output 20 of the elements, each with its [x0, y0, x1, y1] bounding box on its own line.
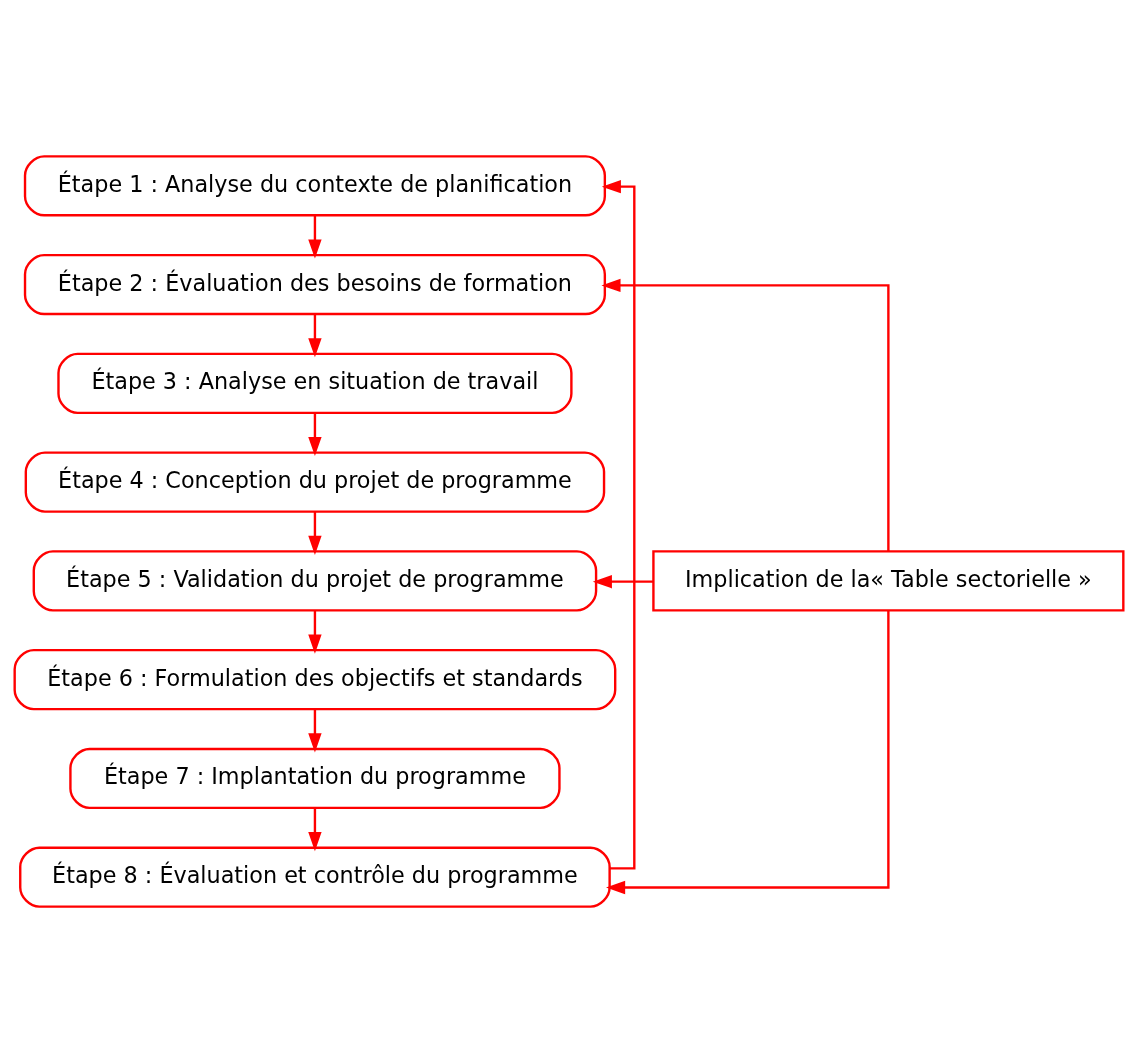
arrow	[601, 179, 636, 870]
arrow	[308, 610, 322, 654]
node-box: Étape 3 : Analyse en situation de travail	[57, 352, 573, 415]
arrow	[308, 709, 322, 753]
arrow	[606, 610, 890, 895]
node-box: Étape 1 : Analyse du contexte de planification	[23, 155, 607, 217]
arrow	[308, 808, 322, 852]
arrow	[601, 278, 890, 551]
node-box: Étape 4 : Conception du projet de programme	[24, 451, 606, 513]
arrow	[308, 215, 322, 259]
arrow	[308, 511, 322, 555]
arrow	[308, 314, 322, 358]
node-box: Implication de la« Table sectorielle »	[652, 550, 1125, 612]
node-box: Étape 5 : Validation du projet de programme	[32, 550, 598, 612]
node-box: Étape 8 : Évaluation et contrôle du programme	[19, 846, 611, 908]
node-box: Étape 2 : Évaluation des besoins de formation	[23, 253, 607, 316]
node-box: Étape 6 : Formulation des objectifs et standards	[13, 648, 617, 711]
arrow	[592, 574, 654, 589]
node-box: Étape 7 : Implantation du programme	[69, 747, 561, 810]
arrow	[308, 413, 322, 457]
